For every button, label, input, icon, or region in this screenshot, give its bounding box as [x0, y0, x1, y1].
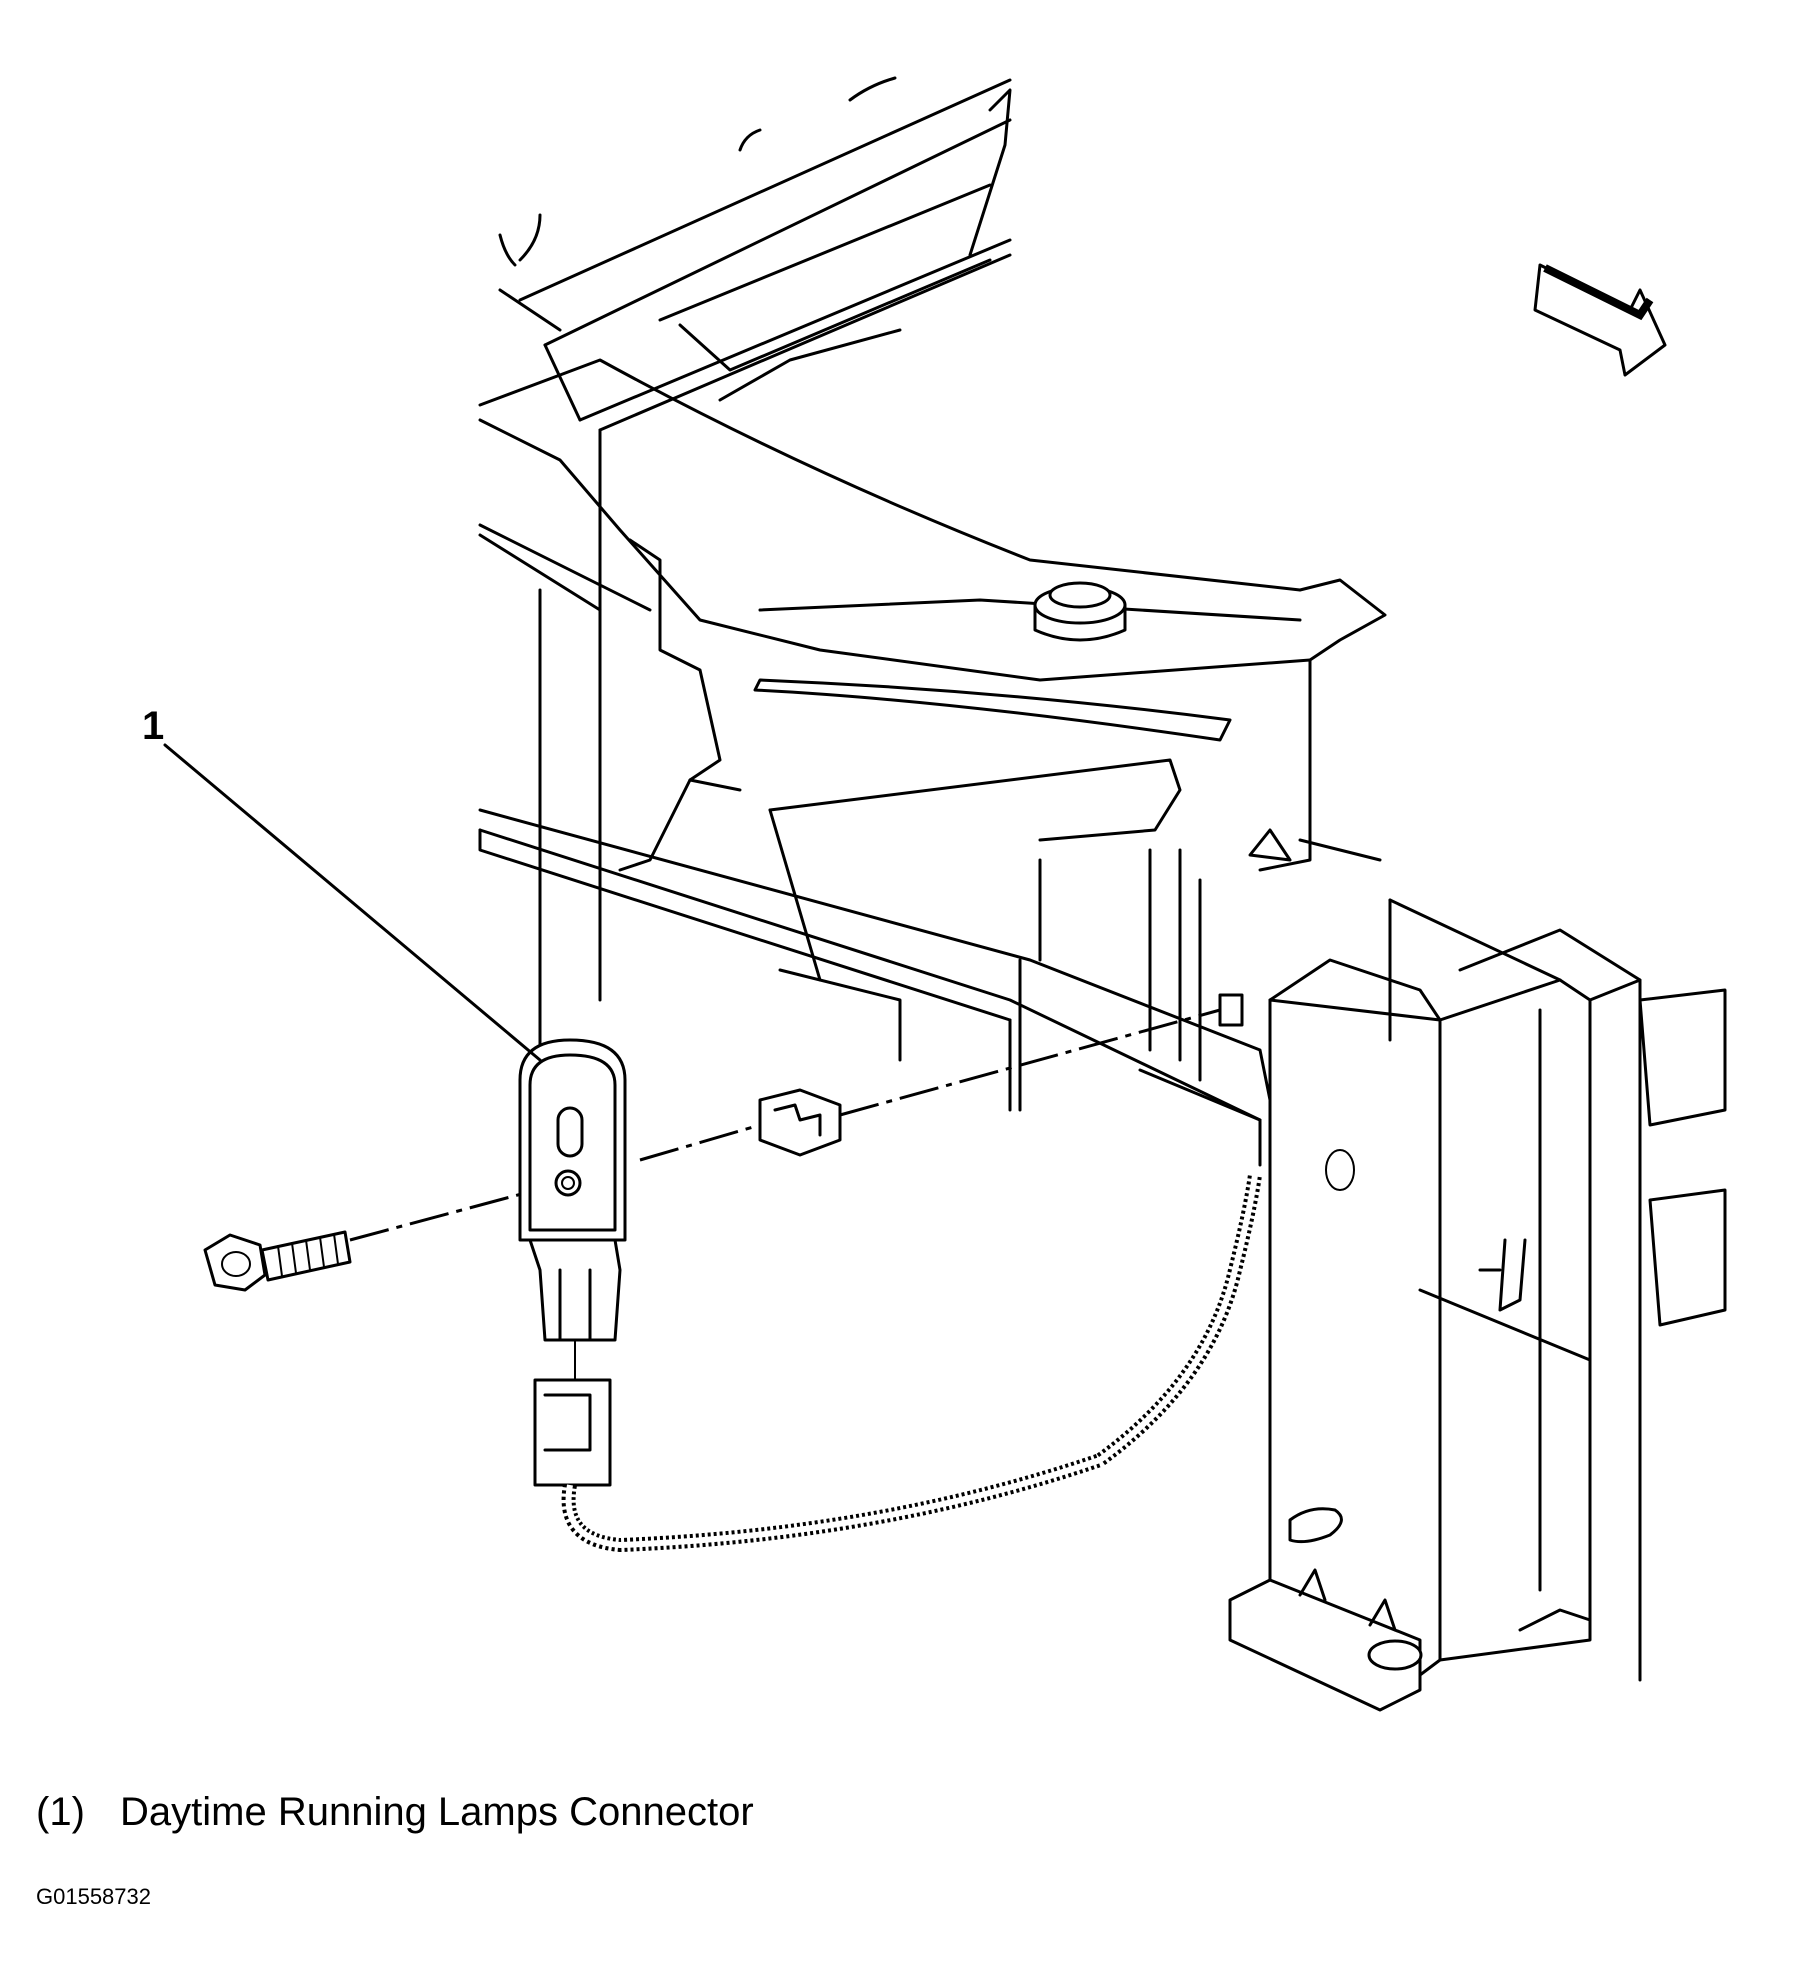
clip-install-line: [639, 1123, 761, 1162]
drl-connector: [518, 1038, 627, 1487]
radiator-support: [478, 358, 1387, 1062]
mounting-bolt: [203, 1230, 352, 1292]
lower-rail: [478, 808, 1272, 1167]
wire-harness: [561, 1174, 1262, 1553]
legend-key: (1): [36, 1790, 85, 1834]
callout-1-leader-line: [163, 743, 542, 1062]
figure-id: G01558732: [36, 1884, 151, 1909]
legend-item: (1) Daytime Running Lamps Connector: [36, 1792, 754, 1832]
harness-clip: [758, 993, 1244, 1157]
legend-text: Daytime Running Lamps Connector: [120, 1790, 754, 1834]
upper-panel: [498, 76, 1012, 432]
wire-harness-inner: [565, 1174, 1258, 1549]
clip-to-hole-line: [839, 1008, 1221, 1117]
mounting-bracket: [1228, 828, 1727, 1712]
front-direction-arrow-icon: [1533, 263, 1667, 377]
callout-number-1: 1: [142, 704, 165, 748]
